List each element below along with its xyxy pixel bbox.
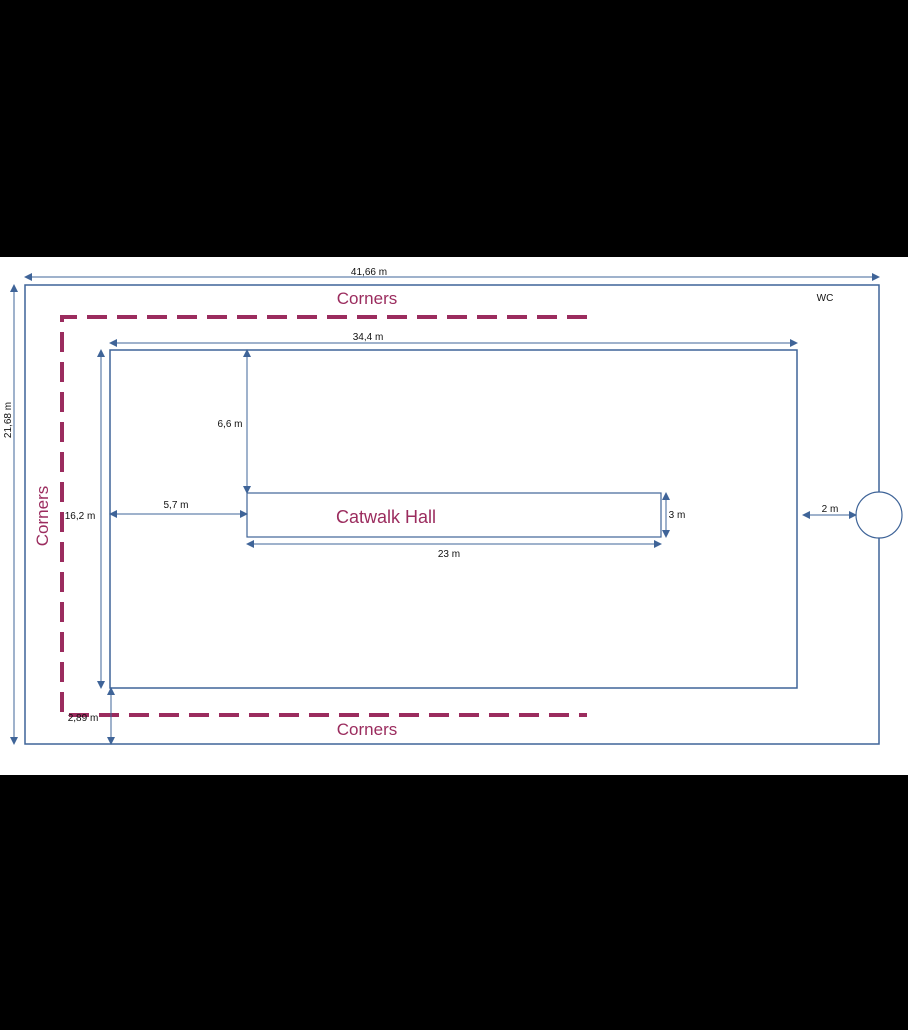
label-wc-gap: 2 m bbox=[822, 504, 839, 515]
wc-circle bbox=[855, 491, 903, 539]
label-inner-width: 34,4 m bbox=[353, 332, 384, 343]
label-catwalk-hall: Catwalk Hall bbox=[336, 507, 436, 527]
label-catwalk-offset-left: 5,7 m bbox=[163, 500, 188, 511]
label-corners-top: Corners bbox=[337, 289, 397, 308]
label-outer-width: 41,66 m bbox=[351, 267, 387, 278]
paper-background bbox=[0, 257, 908, 775]
label-catwalk-offset-top: 6,6 m bbox=[217, 419, 242, 430]
label-corners-left: Corners bbox=[33, 486, 52, 546]
corners-dashed-top-left bbox=[60, 315, 587, 717]
label-catwalk-length: 23 m bbox=[438, 549, 460, 560]
label-wc: WC bbox=[817, 293, 834, 304]
label-outer-height: 21,68 m bbox=[3, 402, 14, 438]
inner-area-boundary bbox=[109, 349, 798, 689]
label-catwalk-width: 3 m bbox=[669, 510, 686, 521]
label-bottom-margin: 2,89 m bbox=[68, 713, 99, 724]
label-corners-bottom: Corners bbox=[337, 720, 397, 739]
label-inner-height: 16,2 m bbox=[65, 511, 96, 522]
